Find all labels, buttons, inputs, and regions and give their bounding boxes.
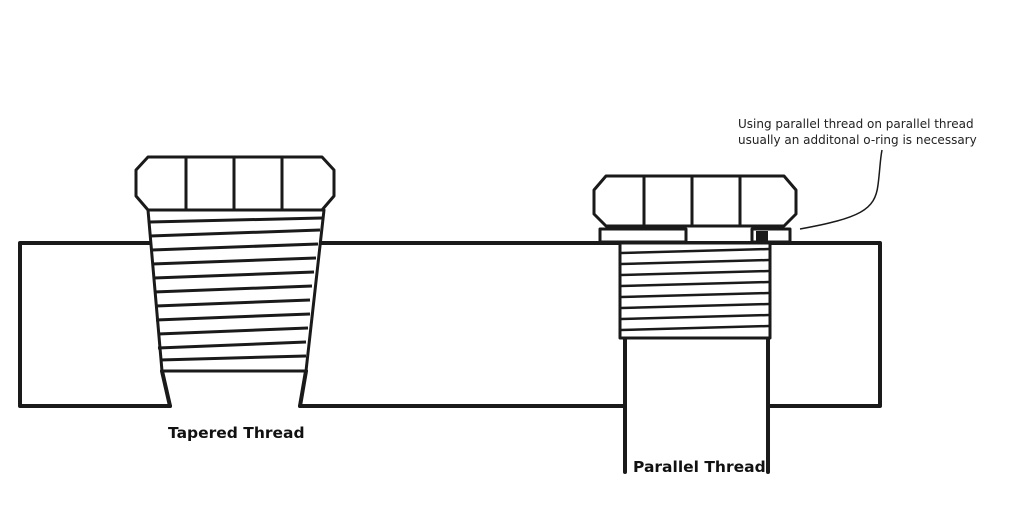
parallel-shank <box>618 241 772 340</box>
annotation-text: Using parallel thread on parallel thread… <box>738 116 977 148</box>
tapered-hole-edge-right <box>298 369 308 408</box>
parallel-thread-lines <box>620 247 770 332</box>
tapered-thread-label: Tapered Thread <box>168 424 305 442</box>
annotation-line-2: usually an additonal o-ring is necessary <box>738 133 977 147</box>
annotation-line-1: Using parallel thread on parallel thread <box>738 117 974 131</box>
o-ring <box>756 231 768 241</box>
parallel-hex-head <box>592 174 798 228</box>
base-plate <box>18 241 882 408</box>
annotation-leader <box>799 149 883 230</box>
tapered-bolt <box>134 155 336 373</box>
washer-left <box>598 227 688 244</box>
tapered-hole-edge-left <box>160 369 172 408</box>
parallel-bolt <box>592 174 798 340</box>
parallel-thread-label: Parallel Thread <box>633 458 766 476</box>
tapered-thread-lines <box>149 216 323 362</box>
